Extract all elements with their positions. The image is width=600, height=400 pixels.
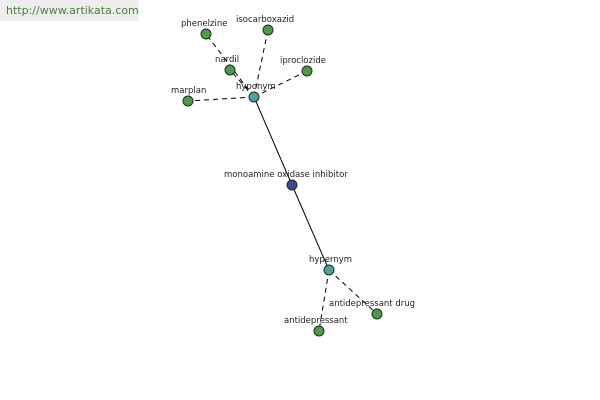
label-isocarboxazid[interactable]: isocarboxazid	[236, 15, 294, 25]
node-iproclozide[interactable]	[301, 65, 313, 77]
edge-hyponym-iproclozide	[253, 70, 308, 98]
edge-hyponym-isocarboxazid	[253, 29, 269, 98]
label-hyponym[interactable]: hyponym	[236, 82, 276, 92]
node-hypernym[interactable]	[323, 264, 335, 276]
label-antidepressant-drug[interactable]: antidepressant drug	[329, 299, 415, 309]
source-url[interactable]: http://www.artikata.com	[0, 0, 139, 21]
node-nardil[interactable]	[224, 64, 236, 76]
node-center[interactable]	[286, 179, 298, 191]
edge-hyponym-marplan	[187, 96, 255, 102]
node-antidepressant-drug[interactable]	[371, 308, 383, 320]
label-nardil[interactable]: nardil	[215, 55, 239, 65]
edge-hypernym-antidepressant-drug	[328, 269, 378, 315]
label-center[interactable]: monoamine oxidase inhibitor	[224, 170, 348, 180]
label-phenelzine[interactable]: phenelzine	[181, 19, 227, 29]
edge-center-hypernym	[291, 184, 330, 271]
label-marplan[interactable]: marplan	[171, 86, 206, 96]
node-marplan[interactable]	[182, 95, 194, 107]
node-antidepressant[interactable]	[313, 325, 325, 337]
label-hypernym[interactable]: hypernym	[309, 255, 352, 265]
label-iproclozide[interactable]: iproclozide	[280, 56, 326, 66]
edge-hypernym-antidepressant	[318, 269, 330, 332]
node-phenelzine[interactable]	[200, 28, 212, 40]
label-antidepressant[interactable]: antidepressant	[284, 316, 348, 326]
node-isocarboxazid[interactable]	[262, 24, 274, 36]
edge-hyponym-nardil	[229, 69, 255, 98]
node-hyponym[interactable]	[248, 91, 260, 103]
edge-hyponym-center	[253, 96, 293, 186]
